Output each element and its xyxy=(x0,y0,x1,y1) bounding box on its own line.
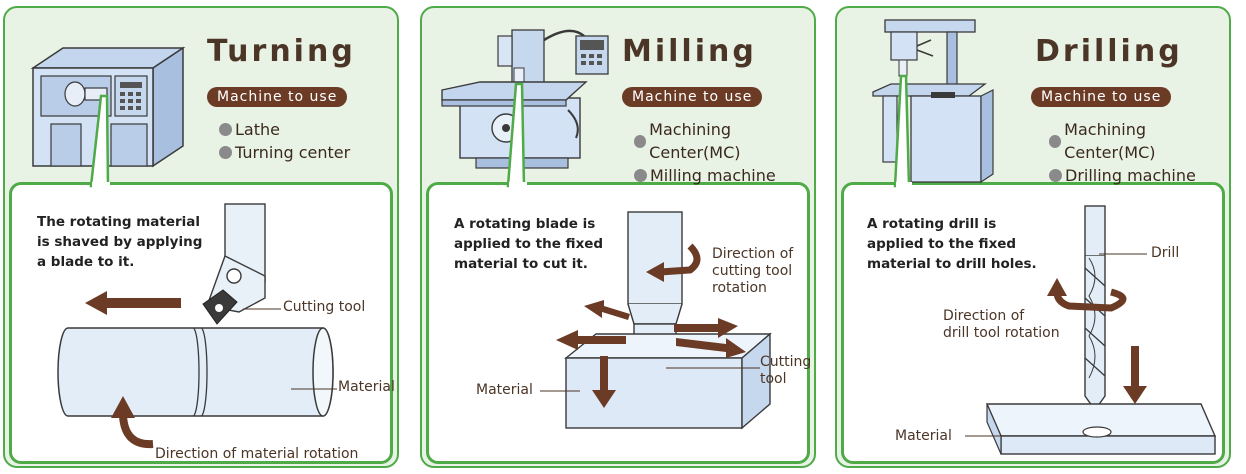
milling-machine-list: Machining Center(MC) Milling machine xyxy=(634,118,816,187)
milling-title: Milling xyxy=(622,34,757,69)
turning-cutting-tool-icon xyxy=(202,203,266,325)
turning-illustration xyxy=(30,46,337,449)
machine-item: Machining Center(MC) xyxy=(1049,118,1231,164)
machine-item: Milling machine xyxy=(634,164,816,187)
drill-bit-icon xyxy=(1084,205,1106,412)
drilling-panel: Drilling Machine to use Machining Center… xyxy=(835,6,1231,468)
chip-arrows-icon xyxy=(556,300,746,358)
drilling-material-plate xyxy=(985,403,1217,455)
bullet-icon xyxy=(1049,169,1062,182)
material-rotation-arrow-icon xyxy=(119,415,154,449)
milling-illustration xyxy=(441,29,772,430)
feed-direction-arrow-icon xyxy=(85,291,181,315)
machine-item: Turning center xyxy=(219,141,350,164)
bullet-icon xyxy=(219,123,232,136)
feed-down-arrow-icon xyxy=(592,356,616,408)
milling-panel: Milling Machine to use Machining Center(… xyxy=(420,6,816,468)
bullet-icon xyxy=(634,169,647,182)
drill-feed-arrow-icon xyxy=(1123,346,1147,404)
turning-material-cylinder xyxy=(57,327,334,417)
bullet-icon xyxy=(1049,134,1062,148)
turning-description: The rotating material is shaved by apply… xyxy=(37,214,203,270)
lathe-machine-icon xyxy=(30,46,186,168)
turning-machine-list: Lathe Turning center xyxy=(219,118,350,164)
bullet-icon xyxy=(219,146,232,159)
drilling-machine-label: Machine to use xyxy=(1031,87,1172,107)
drilling-machine-icon xyxy=(872,19,994,184)
turning-detail-box xyxy=(9,182,393,464)
drilling-machine-list: Machining Center(MC) Drilling machine xyxy=(1049,118,1231,187)
machine-item: Drilling machine xyxy=(1049,164,1231,187)
milling-machine-icon xyxy=(441,29,609,169)
drilling-illustration xyxy=(872,19,1217,455)
cutter-rotation-arrow-icon xyxy=(659,243,701,276)
drill-rotation-arrow-icon xyxy=(1053,288,1127,312)
turning-material-label: Material xyxy=(338,379,395,395)
milling-rotation-label: Direction of cutting tool rotation xyxy=(712,246,794,296)
turning-machine-label: Machine to use xyxy=(207,87,348,107)
turning-panel: Turning Machine to use Lathe Turning cen… xyxy=(3,6,399,468)
turning-rotation-label: Direction of material rotation xyxy=(155,446,359,462)
drill-label: Drill xyxy=(1151,245,1180,261)
machine-item: Machining Center(MC) xyxy=(634,118,816,164)
turning-cutting-tool-label: Cutting tool xyxy=(283,299,366,315)
drilling-description: A rotating drill is applied to the fixed… xyxy=(867,216,1037,272)
milling-cutting-tool-label: Cutting tool xyxy=(760,354,812,387)
drilling-material-label: Material xyxy=(895,428,952,444)
milling-machine-label: Machine to use xyxy=(622,87,763,107)
turning-title: Turning xyxy=(207,34,356,69)
milling-material-label: Material xyxy=(476,382,533,398)
drilling-title: Drilling xyxy=(1035,34,1183,69)
machine-item: Lathe xyxy=(219,118,350,141)
bullet-icon xyxy=(634,134,647,148)
drilling-rotation-label: Direction of drill tool rotation xyxy=(943,308,1060,341)
milling-description: A rotating blade is applied to the fixed… xyxy=(454,216,604,272)
